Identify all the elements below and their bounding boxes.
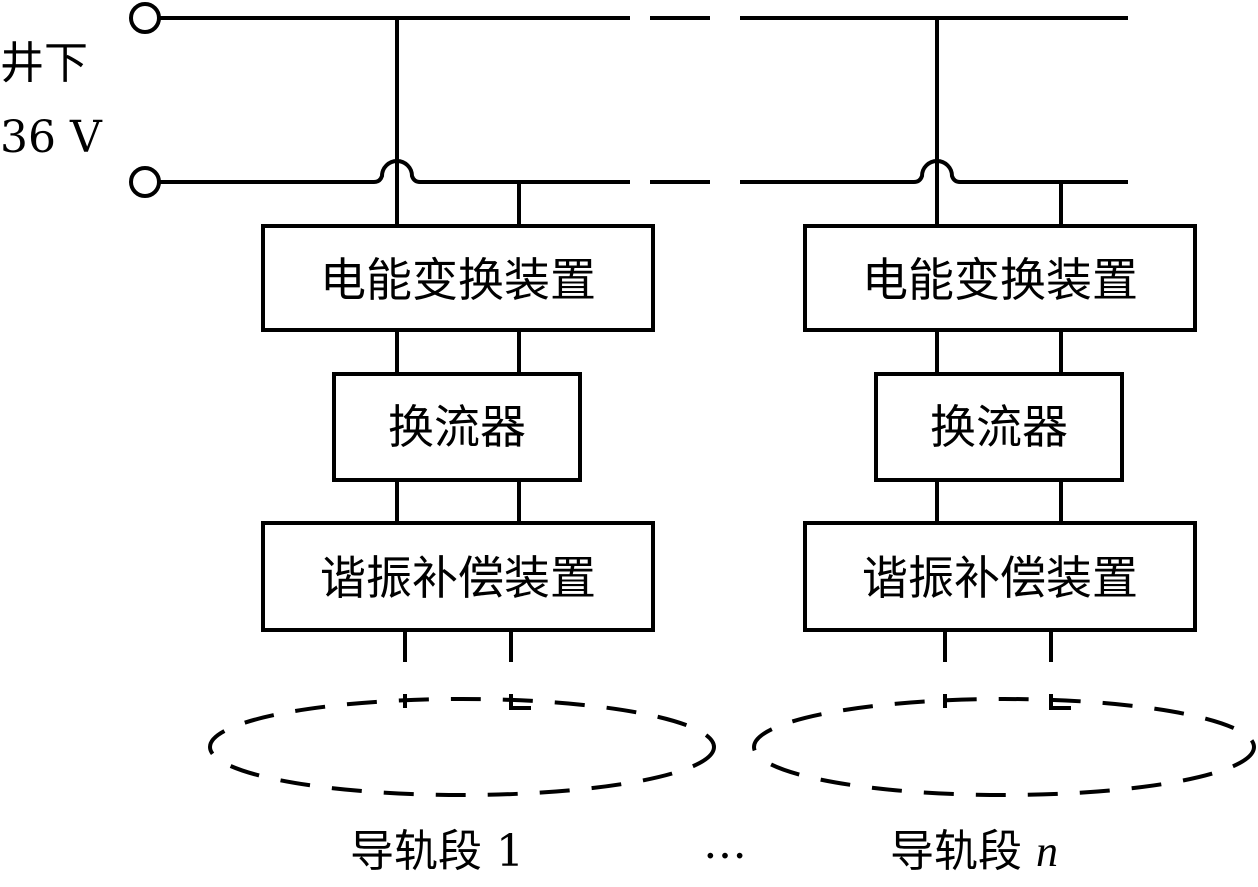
- source-label-line2: 36 V: [0, 112, 103, 163]
- converter-box-n: [803, 224, 1197, 332]
- converter-label-n: 电能变换装置: [862, 253, 1138, 307]
- track-segment-loop-1: [208, 697, 716, 797]
- converter-label-1: 电能变换装置: [320, 253, 596, 307]
- inverter-box-1: [332, 372, 582, 482]
- compensator-label-1: 谐振补偿装置: [320, 551, 596, 605]
- terminal-bottom: [129, 166, 161, 198]
- terminal-top: [129, 2, 161, 34]
- segments-ellipsis: …: [703, 818, 747, 869]
- bottom-bus: [159, 159, 1128, 184]
- compensator-box-1: [261, 521, 655, 632]
- source-label-line1: 井下: [0, 38, 88, 89]
- compensator-box-n: [803, 521, 1197, 632]
- inverter-label-n: 换流器: [930, 400, 1068, 454]
- track-segment-loop-n: [752, 697, 1256, 797]
- inverter-box-n: [874, 372, 1124, 482]
- inverter-label-1: 换流器: [388, 400, 526, 454]
- converter-box-1: [261, 224, 655, 332]
- compensator-label-n: 谐振补偿装置: [862, 551, 1138, 605]
